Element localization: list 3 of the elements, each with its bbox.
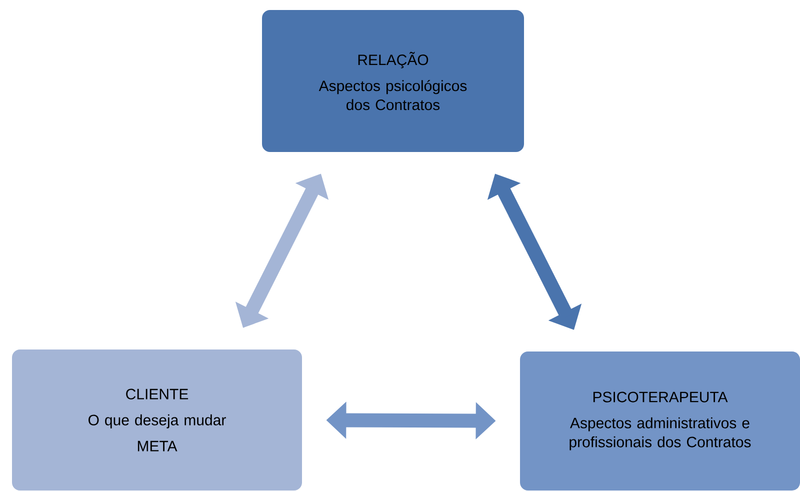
process-box: CLIENTE O que deseja mudar META bbox=[12, 350, 302, 490]
process-box: PSICOTERAPEUTA Aspectos administrativos e profissionais dos Contratos bbox=[520, 352, 800, 490]
process-box: RELAÇÃO Aspectos psicológicos dos Contratos bbox=[262, 10, 524, 152]
